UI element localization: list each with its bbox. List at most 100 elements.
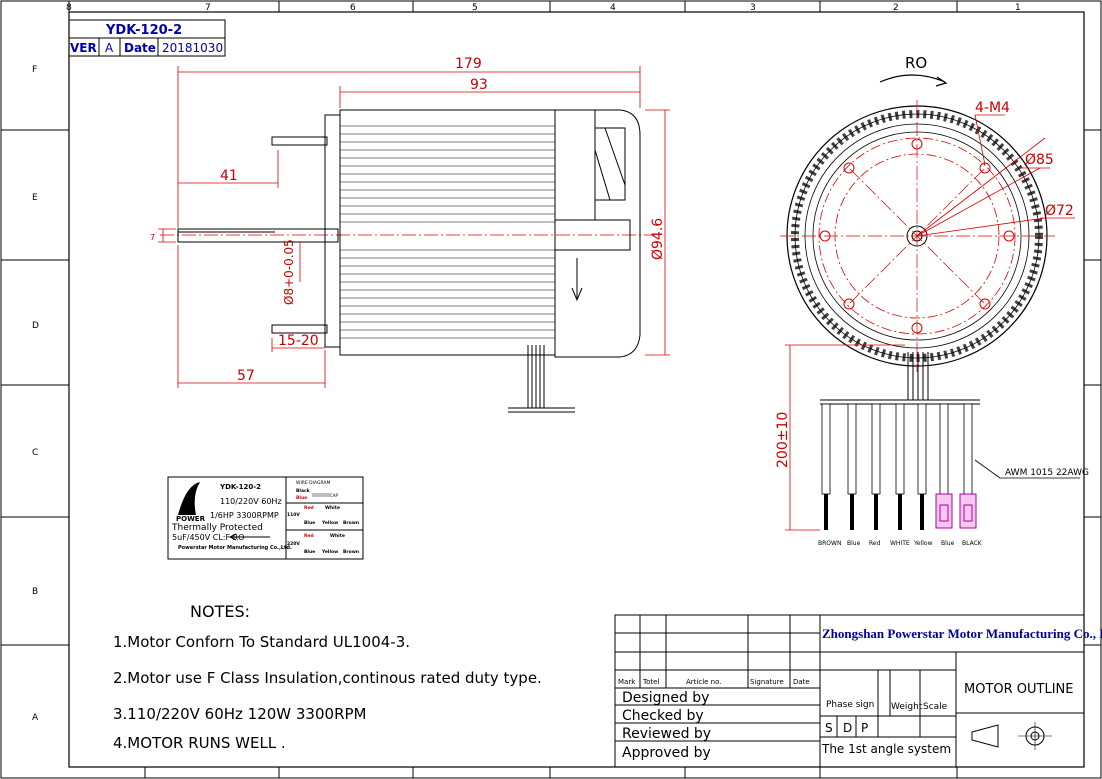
phase-s: S (825, 721, 833, 735)
wire-label: Red (869, 540, 881, 547)
front-view (780, 74, 1080, 531)
dim-overall: 179 (455, 56, 482, 72)
phase-d: D (843, 721, 852, 735)
diag-yellow-1: Yellow (321, 520, 338, 526)
note-item: 1.Motor Conforn To Standard UL1004-3. (113, 633, 410, 651)
diag-blue-2: Blue (304, 549, 315, 555)
holes-label: 4-M4 (975, 100, 1010, 116)
dim-flat-depth: 7 (150, 233, 155, 242)
row-label: F (32, 65, 37, 75)
diag-brown-1: Brown (343, 520, 359, 526)
dim-shaft-dia: Ø8+0-0.05 (282, 239, 296, 305)
diag-blue-1: Blue (304, 520, 315, 526)
side-view (160, 109, 655, 413)
drawing-title: MOTOR OUTLINE (964, 682, 1074, 697)
dia-outer-label: Ø85 (1025, 152, 1054, 168)
company-name: Zhongshan Powerstar Motor Manufacturing … (822, 626, 1102, 641)
dim-shaft-rear: 57 (237, 368, 255, 384)
wire-diagram-title: WIRE DIAGRAM (296, 480, 330, 486)
tb-header: Signature (750, 678, 784, 686)
wire-label: Blue (847, 540, 861, 547)
scale-label: Scale (923, 702, 948, 712)
inner-frame (68, 11, 1085, 768)
brand-logo (178, 482, 200, 515)
dim-height: Ø94.6 (650, 218, 666, 260)
nameplate-thermal: Thermally Protected (171, 523, 263, 533)
wire-label: BROWN (818, 540, 841, 547)
approved-by: Approved by (622, 745, 711, 761)
rotation-label: RO (905, 54, 927, 72)
wire-leads (821, 403, 977, 530)
header-date-label: Date (124, 41, 156, 55)
diag-white-1: White (325, 505, 340, 511)
notes: NOTES: 1.Motor Conforn To Standard UL100… (113, 602, 542, 752)
diag-yellow-2: Yellow (321, 549, 338, 555)
nameplate-cap: 5uF/450V CL:F RO (172, 533, 244, 542)
diag-110v: 110V (287, 512, 300, 518)
phase-p: P (861, 721, 868, 735)
nameplate-company: Powerstar Motor Manufacturing Co.,Ltd. (178, 545, 292, 551)
nameplate-rating: 110/220V 60Hz (220, 497, 282, 506)
note-item: 4.MOTOR RUNS WELL . (113, 734, 286, 752)
front-labels: RO 4-M4 Ø85 Ø72 200±10 AWM 1015 22AWG BR… (775, 54, 1089, 547)
body-fins (340, 125, 555, 339)
side-dimension-labels: 179 93 41 57 15-20 7 Ø8+0-0.05 Ø94.6 (150, 56, 666, 384)
dia-pcd-label: Ø72 (1045, 203, 1074, 219)
lead-length-label: 200±10 (775, 412, 791, 468)
tb-header: Mark (618, 678, 636, 686)
col-label: 7 (205, 3, 211, 13)
reviewed-by: Reviewed by (622, 726, 711, 742)
header-model: YDK-120-2 (105, 23, 182, 38)
phase-sign: Phase sign (826, 700, 874, 710)
dim-body: 93 (470, 77, 488, 93)
diag-black: Black (296, 488, 311, 494)
dim-flat: 15-20 (278, 333, 319, 349)
row-label: E (32, 193, 38, 203)
col-label: 5 (472, 3, 478, 13)
title-block-text: Zhongshan Powerstar Motor Manufacturing … (618, 626, 1102, 761)
nameplate: POWER YDK-120-2 110/220V 60Hz 1/6HP 3300… (167, 476, 364, 560)
col-label: 1 (1015, 3, 1021, 13)
diag-blue: Blue (296, 495, 307, 501)
diag-white-2: White (330, 533, 345, 539)
notes-title: NOTES: (190, 602, 250, 621)
nameplate-brand: POWER (176, 515, 206, 523)
side-dimensions (158, 66, 670, 388)
note-item: 3.110/220V 60Hz 120W 3300RPM (113, 705, 366, 723)
wire-label: BLACK (962, 540, 983, 547)
weight-label: Weight (891, 702, 923, 712)
header-block: YDK-120-2 VER A Date 20181030 (68, 19, 226, 57)
diag-brown-2: Brown (343, 549, 359, 555)
wire-label: Blue (941, 540, 955, 547)
tb-header: Date (793, 678, 810, 686)
checked-by: Checked by (622, 708, 704, 724)
title-block (614, 614, 1085, 768)
designed-by: Designed by (622, 690, 709, 706)
diag-cap: CAP (330, 493, 339, 498)
tb-header: Totel (642, 678, 659, 686)
wire-label: WHITE (890, 540, 910, 547)
column-labels: 8 7 6 5 4 3 2 1 F E D C B A (32, 3, 1021, 723)
col-label: 4 (610, 3, 616, 13)
dim-shaft-front: 41 (220, 168, 238, 184)
wire-label: Yellow (913, 540, 933, 547)
row-label: B (32, 587, 38, 597)
diag-220v: 220V (287, 541, 300, 547)
nameplate-power: 1/6HP 3300RPMP (210, 511, 279, 520)
header-ver-label: VER (70, 41, 97, 55)
row-label: C (32, 448, 38, 458)
projection-system: The 1st angle system (821, 742, 951, 756)
tb-header: Article no. (686, 678, 722, 686)
diag-red-1: Red (304, 505, 314, 511)
row-label: A (32, 713, 39, 723)
note-item: 2.Motor use F Class Insulation,continous… (113, 669, 542, 687)
row-label: D (32, 321, 39, 331)
col-label: 6 (350, 3, 356, 13)
header-ver-value: A (105, 41, 114, 55)
col-label: 2 (893, 3, 899, 13)
col-label: 3 (750, 3, 756, 13)
col-label: 8 (66, 3, 72, 13)
